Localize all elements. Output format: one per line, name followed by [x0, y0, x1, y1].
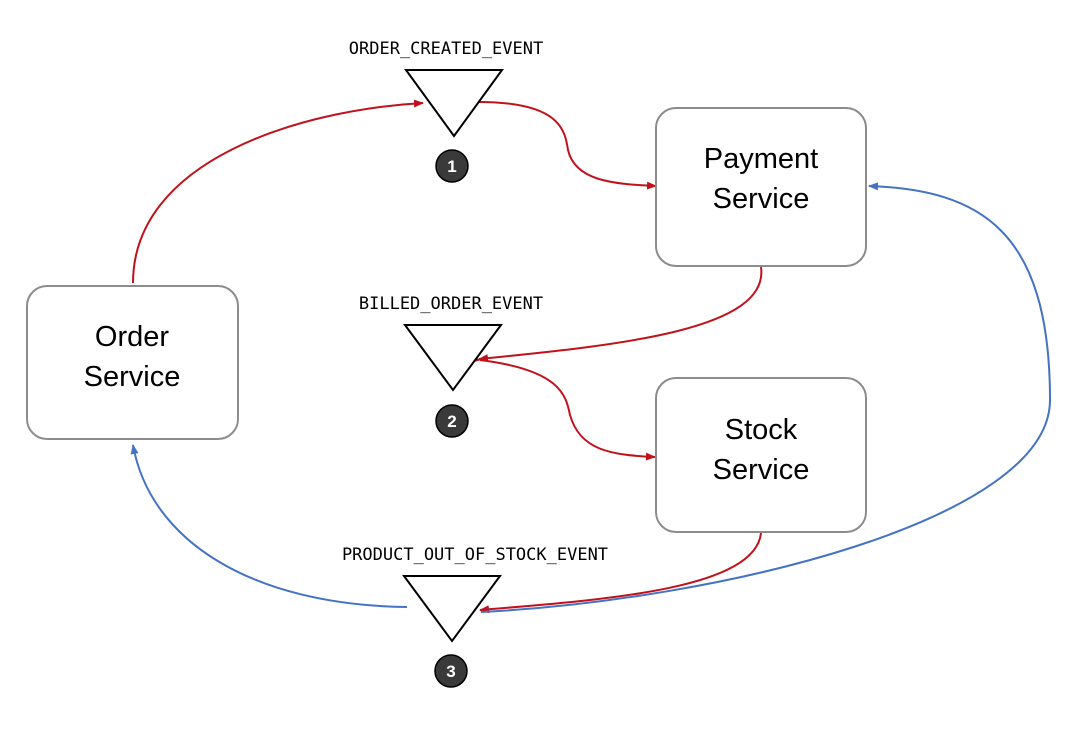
product-out-of-stock-event-label: PRODUCT_OUT_OF_STOCK_EVENT	[342, 545, 608, 565]
edge-payment-to-billed-order	[478, 266, 763, 363]
order-created-event-label: ORDER_CREATED_EVENT	[349, 39, 543, 59]
order-service-line2: Service	[84, 361, 181, 393]
step-3-number: 3	[446, 662, 455, 681]
payment-service-box: Payment Service	[655, 107, 867, 267]
edge-order-to-order-created	[132, 99, 424, 284]
step-3-badge	[434, 654, 468, 688]
billed-order-queue-icon	[403, 324, 503, 392]
order-created-queue-icon	[404, 69, 504, 138]
stock-service-line2: Service	[713, 454, 810, 486]
billed-order-event-label: BILLED_ORDER_EVENT	[359, 294, 543, 314]
step-1-badge	[435, 149, 469, 183]
product-out-of-stock-event: PRODUCT_OUT_OF_STOCK_EVENT 3	[342, 545, 608, 688]
stock-service-line1: Stock	[725, 414, 798, 446]
order-service-box: Order Service	[26, 285, 239, 440]
step-2-number: 2	[447, 412, 456, 431]
order-service-line1: Order	[95, 321, 169, 353]
edge-order-created-to-payment	[477, 101, 657, 190]
edge-stock-to-out-of-stock	[479, 532, 762, 614]
step-2-badge	[435, 404, 469, 438]
order-created-event: ORDER_CREATED_EVENT 1	[349, 39, 543, 183]
edge-billed-order-to-stock	[470, 354, 656, 461]
edge-out-of-stock-to-order	[130, 444, 408, 608]
stock-service-box: Stock Service	[655, 377, 867, 533]
payment-service-line1: Payment	[704, 143, 818, 175]
billed-order-event: BILLED_ORDER_EVENT 2	[359, 294, 543, 438]
edge-out-of-stock-to-payment	[480, 182, 1052, 613]
product-out-of-stock-queue-icon	[402, 575, 502, 643]
payment-service-line2: Service	[713, 183, 810, 215]
step-1-number: 1	[447, 157, 456, 176]
